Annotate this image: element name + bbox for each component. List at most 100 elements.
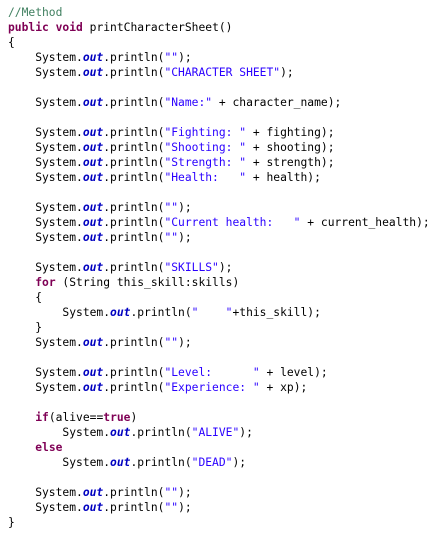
code-line: System.out.println("Level: " + level); — [8, 365, 448, 380]
static-field-token: out — [82, 261, 104, 274]
code-token: .println( — [103, 96, 165, 109]
code-line: if(alive==true) — [8, 410, 448, 425]
keyword-token: public — [8, 21, 49, 34]
code-token: + — [246, 171, 267, 184]
keyword-token: for — [35, 276, 56, 289]
code-token: System. — [8, 156, 83, 169]
identifier-token: xp — [280, 381, 294, 394]
code-token: System. — [8, 231, 83, 244]
code-line: System.out.println(""); — [8, 335, 448, 350]
code-token: ); — [307, 171, 321, 184]
code-token: } — [8, 516, 15, 529]
code-token: System. — [8, 51, 83, 64]
string-literal-token: "Strength: " — [164, 156, 247, 169]
code-line: System.out.println("CHARACTER SHEET"); — [8, 65, 448, 80]
code-token: System. — [8, 336, 83, 349]
keyword-token: true — [103, 411, 131, 424]
code-line — [8, 470, 448, 485]
identifier-token: skills — [191, 276, 233, 289]
code-line: System.out.println(""); — [8, 230, 448, 245]
code-line: //Method — [8, 5, 448, 20]
code-token: (String this_skill: — [55, 276, 192, 289]
code-token: System. — [8, 456, 111, 469]
identifier-token: level — [280, 366, 315, 379]
code-token: ); — [178, 231, 192, 244]
code-line: System.out.println("Fighting: " + fighti… — [8, 125, 448, 140]
static-field-token: out — [82, 171, 104, 184]
code-line: for (String this_skill:skills) — [8, 275, 448, 290]
static-field-token: out — [82, 366, 104, 379]
code-token: System. — [8, 381, 83, 394]
code-token: + — [300, 216, 321, 229]
string-literal-token: "" — [164, 231, 179, 244]
string-literal-token: "Experience: " — [164, 381, 260, 394]
code-line: System.out.println("Health: " + health); — [8, 170, 448, 185]
code-token: + — [259, 381, 281, 394]
identifier-token: health — [266, 171, 308, 184]
code-token: ) — [130, 411, 138, 424]
code-token: == — [89, 411, 104, 424]
string-literal-token: "" — [164, 51, 179, 64]
static-field-token: out — [110, 456, 131, 469]
code-token — [49, 21, 56, 34]
code-line — [8, 350, 448, 365]
code-token: System. — [8, 66, 83, 79]
identifier-token: fighting — [266, 126, 321, 139]
code-line: System.out.println("SKILLS"); — [8, 260, 448, 275]
string-literal-token: "Current health: " — [164, 216, 301, 229]
code-line: System.out.println(""); — [8, 200, 448, 215]
code-line: { — [8, 35, 448, 50]
code-token: { — [8, 291, 43, 304]
code-token — [8, 276, 35, 289]
string-literal-token: "DEAD" — [191, 456, 233, 469]
code-token: ); — [314, 366, 328, 379]
code-line — [8, 185, 448, 200]
code-line — [8, 110, 448, 125]
code-line: System.out.println("Strength: " + streng… — [8, 155, 448, 170]
code-token: + — [246, 156, 267, 169]
code-token: printCharacterSheet() — [82, 21, 233, 34]
identifier-token: alive — [55, 411, 90, 424]
code-token: .println( — [103, 141, 165, 154]
string-literal-token: "Level: " — [164, 366, 260, 379]
code-line: System.out.println(""); — [8, 500, 448, 515]
code-token: +this_skill); — [232, 306, 321, 319]
code-token: } — [8, 321, 43, 334]
static-field-token: out — [82, 51, 104, 64]
keyword-token: else — [35, 441, 63, 454]
code-token: .println( — [103, 501, 165, 514]
code-line: System.out.println("Name:" + character_n… — [8, 95, 448, 110]
code-token — [8, 441, 35, 454]
keyword-token: if — [35, 411, 49, 424]
static-field-token: out — [82, 501, 104, 514]
code-token — [8, 411, 35, 424]
code-token: ); — [239, 426, 253, 439]
static-field-token: out — [82, 231, 104, 244]
code-token: + — [212, 96, 233, 109]
code-token: .println( — [103, 231, 165, 244]
string-literal-token: "Name:" — [164, 96, 213, 109]
code-token: System. — [8, 201, 83, 214]
code-line: System.out.println(""); — [8, 485, 448, 500]
code-line — [8, 80, 448, 95]
code-line: } — [8, 515, 448, 530]
code-token: .println( — [103, 51, 165, 64]
identifier-token: current_health — [320, 216, 417, 229]
code-line: else — [8, 440, 448, 455]
code-line: System.out.println(""); — [8, 50, 448, 65]
code-token: ); — [320, 126, 335, 139]
code-token: ); — [178, 336, 192, 349]
code-token: .println( — [130, 306, 192, 319]
code-token: ); — [178, 51, 192, 64]
identifier-token: shooting — [266, 141, 321, 154]
string-literal-token: "Fighting: " — [164, 126, 247, 139]
code-token: .println( — [103, 366, 165, 379]
code-token: ); — [218, 261, 233, 274]
static-field-token: out — [82, 486, 104, 499]
string-literal-token: "" — [164, 201, 179, 214]
string-literal-token: "Shooting: " — [164, 141, 247, 154]
code-line — [8, 395, 448, 410]
code-token: ); — [232, 456, 247, 469]
